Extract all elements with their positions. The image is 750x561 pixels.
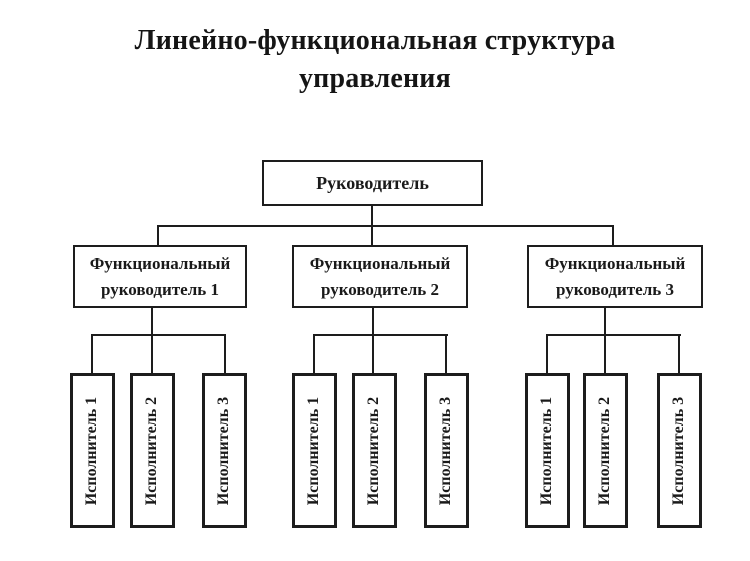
connector-group1-bus: [91, 334, 226, 336]
manager-node-2-label: Функциональный руководитель 2: [309, 254, 451, 299]
executor-node-3-3-label: Исполнитель 3: [670, 396, 688, 505]
connector-group3-stem: [604, 307, 606, 335]
connector-drop-executor-1-2: [151, 336, 153, 374]
executor-node-1-3: Исполнитель 3: [202, 373, 247, 528]
executor-node-1-1-label: Исполнитель 1: [83, 396, 101, 505]
connector-drop-executor-2-2: [372, 336, 374, 374]
executor-node-2-2-label: Исполнитель 2: [365, 396, 383, 505]
connector-level1-bus: [157, 225, 614, 227]
connector-drop-executor-2-1: [313, 336, 315, 374]
executor-node-1-1: Исполнитель 1: [70, 373, 115, 528]
executor-node-2-2: Исполнитель 2: [352, 373, 397, 528]
executor-node-2-3-label: Исполнитель 3: [437, 396, 455, 505]
executor-node-2-3: Исполнитель 3: [424, 373, 469, 528]
manager-node-3: Функциональный руководитель 3: [527, 245, 703, 308]
connector-group1-stem: [151, 307, 153, 335]
executor-node-1-2-label: Исполнитель 2: [143, 396, 161, 505]
executor-node-1-3-label: Исполнитель 3: [215, 396, 233, 505]
manager-node-1-label: Функциональный руководитель 1: [89, 254, 231, 299]
connector-drop-executor-3-1: [546, 336, 548, 374]
connector-root-stem: [371, 205, 373, 226]
executor-node-2-1: Исполнитель 1: [292, 373, 337, 528]
manager-node-2: Функциональный руководитель 2: [292, 245, 468, 308]
root-node-label: Руководитель: [316, 172, 429, 193]
executor-node-3-2-label: Исполнитель 2: [596, 396, 614, 505]
executor-node-3-1-label: Исполнитель 1: [538, 396, 556, 505]
executor-node-3-1: Исполнитель 1: [525, 373, 570, 528]
executor-node-1-2: Исполнитель 2: [130, 373, 175, 528]
connector-drop-manager-2: [371, 227, 373, 245]
connector-drop-executor-3-3: [678, 336, 680, 374]
root-node: Руководитель: [262, 160, 483, 206]
connector-drop-executor-1-1: [91, 336, 93, 374]
manager-node-1: Функциональный руководитель 1: [73, 245, 247, 308]
executor-node-3-3: Исполнитель 3: [657, 373, 702, 528]
connector-drop-manager-1: [157, 227, 159, 245]
connector-group3-bus: [546, 334, 681, 336]
executor-node-3-2: Исполнитель 2: [583, 373, 628, 528]
executor-node-2-1-label: Исполнитель 1: [305, 396, 323, 505]
connector-drop-executor-2-3: [445, 336, 447, 374]
connector-drop-executor-3-2: [604, 336, 606, 374]
diagram-title: Линейно-функциональная структура управле…: [134, 25, 616, 94]
connector-drop-manager-3: [612, 227, 614, 245]
connector-group2-stem: [372, 307, 374, 335]
connector-group2-bus: [313, 334, 448, 336]
manager-node-3-label: Функциональный руководитель 3: [544, 254, 686, 299]
connector-drop-executor-1-3: [224, 336, 226, 374]
